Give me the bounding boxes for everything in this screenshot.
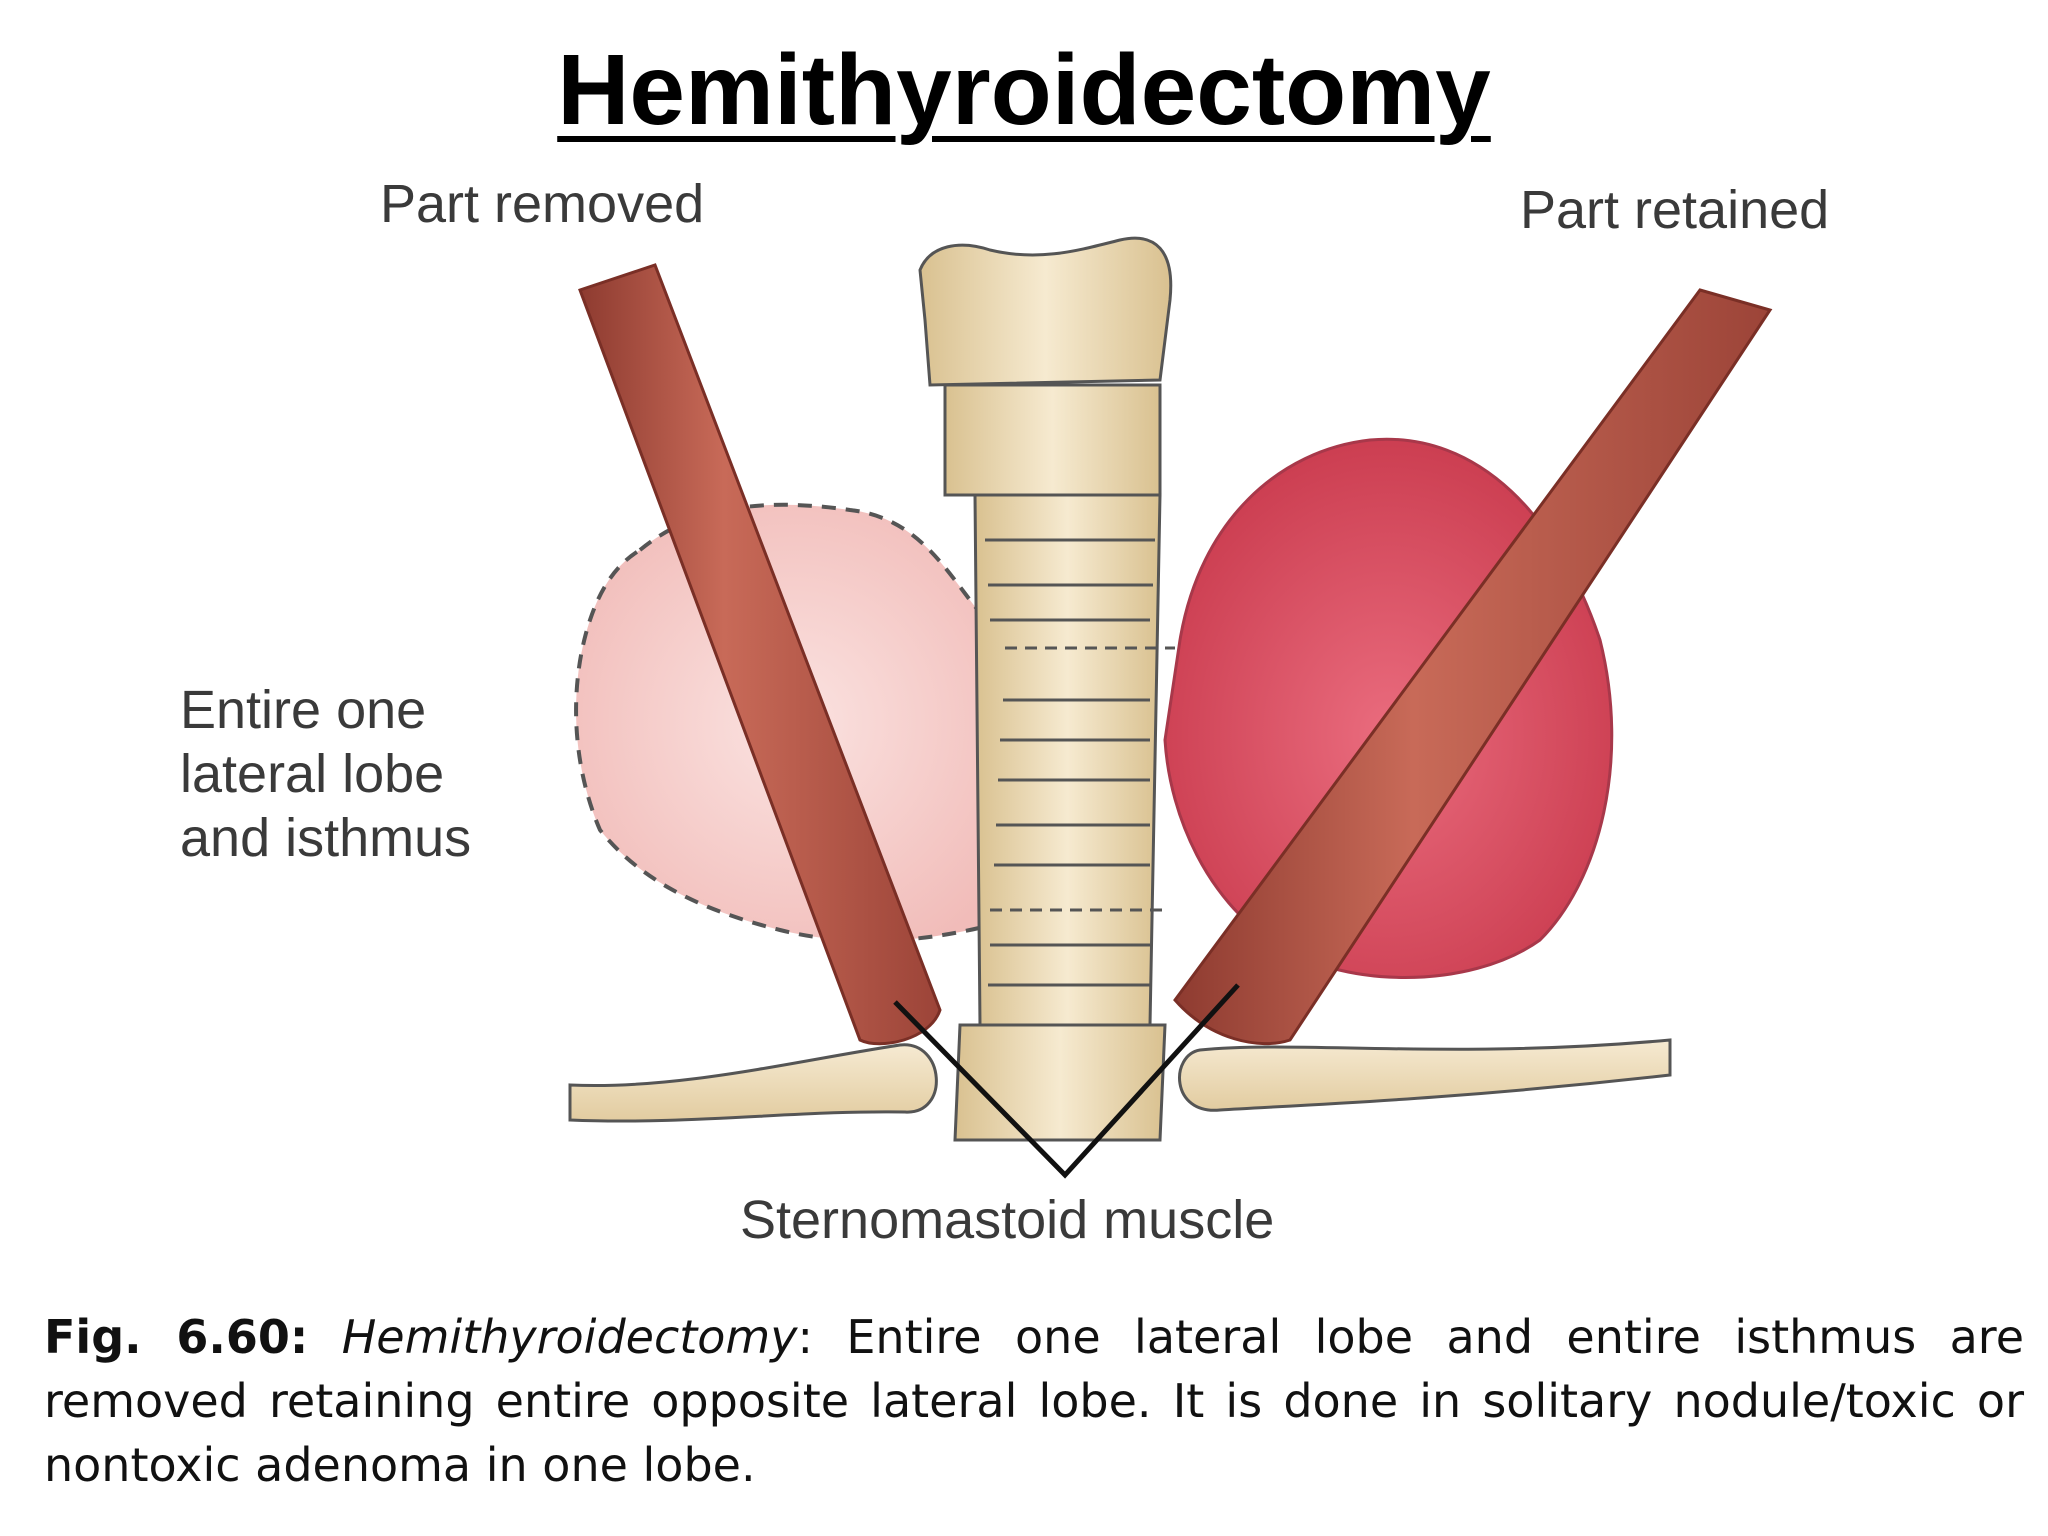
right-clavicle <box>1178 1038 1672 1112</box>
label-lateral-lobe: Entire one lateral lobe and isthmus <box>180 678 560 870</box>
label-part-removed: Part removed <box>380 174 705 234</box>
label-lobe-line-1: Entire one <box>180 680 427 740</box>
muscle-pointer-lines <box>893 983 1240 1179</box>
right-sternomastoid-muscle <box>1173 288 1773 1046</box>
label-sternomastoid-muscle: Sternomastoid muscle <box>740 1190 1275 1250</box>
caption-fig-number: Fig. 6.60: <box>44 1310 309 1364</box>
label-lobe-line-3: and isthmus <box>180 808 472 868</box>
figure-caption: Fig. 6.60: Hemithyroidectomy: Entire one… <box>44 1305 2024 1497</box>
caption-term: Hemithyroidectomy <box>341 1310 798 1364</box>
left-clavicle <box>568 1043 938 1123</box>
label-part-retained: Part retained <box>1520 180 1830 240</box>
label-lobe-line-2: lateral lobe <box>180 744 445 804</box>
left-sternomastoid-muscle <box>578 263 942 1046</box>
page-title: Hemithyroidectomy <box>557 34 1491 146</box>
caption-text: : Entire one lateral lobe and entire ist… <box>44 1310 2024 1492</box>
trachea <box>918 236 1175 1142</box>
